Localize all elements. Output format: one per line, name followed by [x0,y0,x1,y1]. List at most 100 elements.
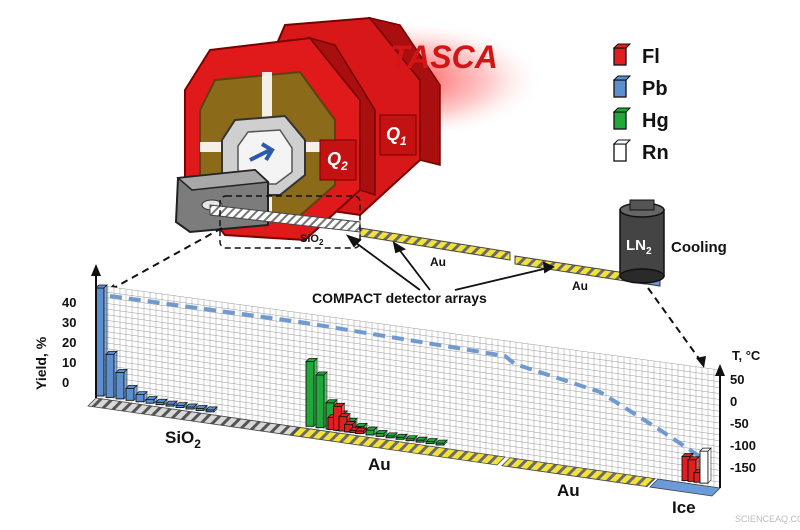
bar-pb-side [153,395,158,405]
bar-hg [365,429,375,436]
bar-hg-side [433,437,438,445]
bar-pb [95,287,105,397]
legend-swatch [613,79,627,98]
grid-hline [95,375,721,465]
legend-swatch [613,143,627,162]
bar-rn-side [707,447,712,484]
bar-pb-side [183,401,188,409]
bar-rn [699,450,709,484]
legend-swatch-top [612,107,632,113]
bar-hg-side [403,433,408,441]
right-axis-label: T, °C [732,348,761,363]
compact-label: COMPACT detector arrays [312,290,487,306]
bar-hg [375,433,385,437]
grid-hline [95,318,721,406]
bar-hg-side [393,431,398,439]
magnet-label-q1: Q1 [386,124,407,148]
grid-hline [95,296,721,383]
chart [87,284,721,497]
left-axis-ticks: 40 30 20 10 0 [62,295,76,390]
left-tick-label: 20 [62,335,76,350]
bar-pb-side [173,400,178,407]
bar-pb [105,353,115,398]
legend-item-rn: Rn [612,139,669,164]
sio2-highlight-box [219,195,361,249]
right-axis-arrow [715,364,725,376]
ln2-dewar [619,199,665,284]
bar-hg-side [423,436,428,443]
bar-pb [155,401,165,406]
grid-hline [95,341,721,430]
legend-swatch-top [612,75,632,81]
section-label-sio2: SiO2 [165,428,201,451]
legend-item-pb: Pb [612,75,668,100]
legend-swatch-top [612,139,632,145]
ln2-label: LN2 [626,237,652,257]
grid-hline [95,346,721,436]
legend-swatch-top [612,43,632,49]
legend-swatch [613,111,627,130]
legend-label: Pb [642,78,668,100]
legend-item-fl: Fl [612,43,660,68]
compact-arrows [345,234,555,291]
left-tick-label: 40 [62,295,76,310]
left-tick-label: 30 [62,315,76,330]
legend-label: Rn [642,142,669,164]
bar-pb-side [213,406,218,413]
section-label-au-2: Au [557,481,580,500]
grid-hline [95,369,721,459]
bar-hg [315,374,325,429]
grid-hline [95,307,721,394]
au-top-label-2: Au [572,279,588,293]
bar-pb-side [163,398,168,406]
sio2-top-label: SiO2 [300,233,324,247]
right-tick-label: -50 [730,416,749,431]
tasca-title: TASCA [390,39,498,75]
legend-label: Fl [642,46,660,68]
right-axis-ticks: 500-50-100-150 [730,372,756,475]
grid-hline [95,290,721,377]
bar-pb [125,387,135,401]
bar-fl-side [363,427,367,435]
legend-item-hg: Hg [612,107,669,132]
bar-pb [135,394,145,403]
bar-hg-side [443,439,448,446]
floor-strip-au-2 [501,457,656,488]
bar-pb-side [203,404,208,412]
grid-hline [95,386,721,477]
grid-hline [95,301,721,388]
grid-hline [95,358,721,447]
left-tick-label: 10 [62,355,76,370]
grid-hline [95,352,721,442]
zoom-arrow-right [696,356,706,368]
grid-hline [95,313,721,400]
detector-housing [174,168,270,234]
section-label-au-1: Au [368,455,391,474]
left-axis-label: Yield, % [33,336,49,390]
floor-strip-au-1 [291,426,506,466]
right-tick-label: -150 [730,460,756,475]
bar-hg-side [373,426,378,436]
floor-strip-ice [649,478,721,497]
cooling-label: Cooling [671,239,727,256]
watermark: SCIENCEAQ.COM [735,514,800,524]
bar-fl [355,430,364,434]
grid-hline [95,380,721,471]
bar-hg [305,361,315,427]
au-top-label-1: Au [430,255,446,269]
magnet-label-q2: Q2 [327,149,348,173]
right-tick-label: 0 [730,394,737,409]
zoom-lines [109,227,701,361]
bar-pb [145,399,155,404]
left-tick-label: 0 [62,375,69,390]
detector-strip-au-1 [359,227,511,261]
bar-hg-side [383,429,388,438]
bar-pb-side [193,403,198,410]
section-label-ice: Ice [672,498,696,517]
legend-label: Hg [642,110,669,132]
bar-hg-side [413,434,418,442]
bar-pb [115,372,125,400]
grid-hline [95,335,721,424]
